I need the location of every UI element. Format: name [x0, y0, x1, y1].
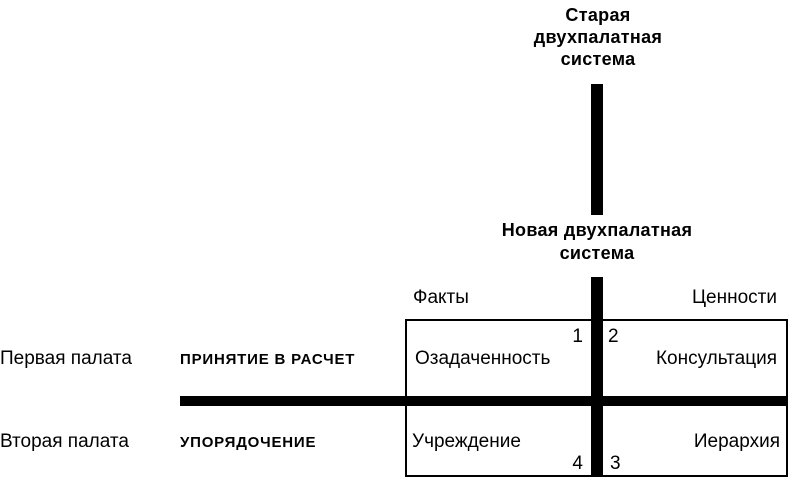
vertical-axis-upper-segment — [591, 84, 603, 215]
quadrant-2-label-consultation: Консультация — [655, 348, 777, 369]
new-system-title: Новая двухпалатная система — [501, 220, 693, 263]
quadrant-1-label-puzzlement: Озадаченность — [415, 348, 551, 369]
horizontal-axis-line — [180, 396, 786, 406]
quadrant-4-label-institution: Учреждение — [412, 431, 521, 452]
quadrant-2-number: 2 — [608, 326, 619, 347]
column-header-facts: Факты — [413, 287, 469, 308]
column-header-values: Ценности — [692, 287, 777, 308]
quadrant-1-number: 1 — [572, 326, 583, 347]
row-function-ordering: УПОРЯДОЧЕНИЕ — [180, 434, 317, 451]
old-system-title: Старая двухпалатная система — [533, 5, 663, 69]
row-label-first-chamber: Первая палата — [0, 348, 132, 369]
quadrant-3-label-hierarchy: Иерархия — [693, 431, 780, 452]
row-function-taking-into-account: ПРИНЯТИЕ В РАСЧЕТ — [180, 351, 356, 368]
quadrant-4-number: 4 — [572, 453, 583, 474]
vertical-axis-lower-segment — [591, 277, 603, 477]
row-label-second-chamber: Вторая палата — [0, 431, 129, 452]
quadrant-3-number: 3 — [610, 453, 621, 474]
